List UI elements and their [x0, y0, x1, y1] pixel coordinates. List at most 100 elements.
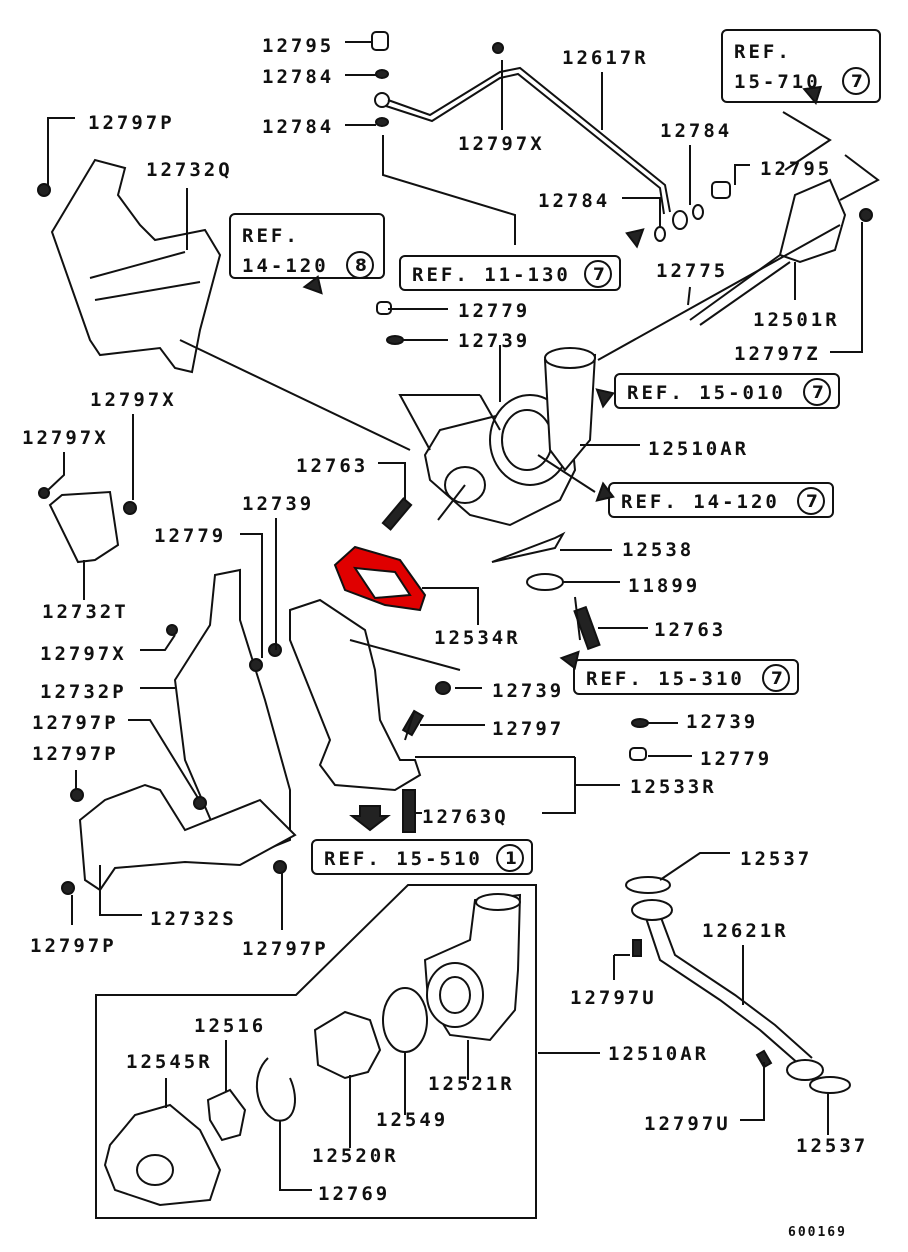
exhaust-elbow-12533R[interactable] [289, 598, 422, 792]
o-ring-12549[interactable] [382, 987, 428, 1053]
part-label-12732Q[interactable]: 12732Q [146, 159, 233, 181]
part-label-12797P-b[interactable]: 12797P [32, 743, 119, 765]
part-label-12520R[interactable]: 12520R [312, 1145, 399, 1167]
part-label-12521R[interactable]: 12521R [428, 1073, 515, 1095]
leader-line [734, 164, 750, 185]
part-label-12797P-d[interactable]: 12797P [242, 938, 329, 960]
part-label-12621R[interactable]: 12621R [702, 920, 789, 942]
snap-ring-12769[interactable] [255, 1057, 296, 1122]
leader-line [415, 756, 620, 814]
part-label-12797U-a[interactable]: 12797U [570, 987, 657, 1009]
leader-line [839, 154, 880, 201]
gasket-12537-bottom[interactable] [809, 1076, 851, 1094]
oil-pipe-12617R[interactable] [387, 66, 671, 213]
part-label-12549[interactable]: 12549 [376, 1109, 448, 1131]
reference-box-frame [399, 255, 621, 291]
core-12520R[interactable] [313, 1010, 382, 1080]
part-label-12739-mid[interactable]: 12739 [242, 493, 314, 515]
oil-return-pipe-12621R[interactable] [644, 914, 801, 1066]
part-label-12797P-a[interactable]: 12797P [32, 712, 119, 734]
stud-12763Q[interactable] [402, 789, 416, 833]
washer-12784-a[interactable] [375, 69, 389, 79]
part-label-12797X-top[interactable]: 12797X [458, 133, 545, 155]
part-label-12763-a[interactable]: 12763 [296, 455, 368, 477]
stud-12763-b[interactable] [573, 605, 601, 651]
gasket-12538[interactable] [491, 531, 566, 563]
part-label-12784-a[interactable]: 12784 [262, 66, 334, 88]
heat-shield-12732T[interactable] [48, 490, 120, 564]
bolt-12795-top[interactable] [371, 31, 389, 51]
part-label-12516[interactable]: 12516 [194, 1015, 266, 1037]
part-label-12739-right[interactable]: 12739 [686, 711, 758, 733]
part-label-12545R[interactable]: 12545R [126, 1051, 213, 1073]
bolt-12797P-top[interactable] [37, 183, 51, 197]
part-label-12763Q[interactable]: 12763Q [422, 806, 509, 828]
group-number: 7 [851, 72, 863, 92]
part-label-12779-right[interactable]: 12779 [700, 748, 772, 770]
group-number: 1 [505, 849, 517, 869]
part-label-12797X-left3[interactable]: 12797X [40, 643, 127, 665]
washer-12784-b[interactable] [375, 117, 389, 127]
part-label-12797P-c[interactable]: 12797P [30, 935, 117, 957]
part-label-12533R[interactable]: 12533R [630, 776, 717, 798]
part-label-12538[interactable]: 12538 [622, 539, 694, 561]
part-label-12797X-left2[interactable]: 12797X [22, 427, 109, 449]
bearing-housing-12545R[interactable] [103, 1103, 222, 1207]
ring-11899[interactable] [526, 573, 564, 591]
leader-line [437, 484, 466, 521]
part-label-12797P-top[interactable]: 12797P [88, 112, 175, 134]
part-label-12797Z[interactable]: 12797Z [734, 343, 821, 365]
part-label-12501R[interactable]: 12501R [753, 309, 840, 331]
gasket-12537-top[interactable] [625, 876, 671, 894]
part-label-12784-c[interactable]: 12784 [660, 120, 732, 142]
part-label-12617R[interactable]: 12617R [562, 47, 649, 69]
leader-line [179, 339, 411, 451]
clamp-12516[interactable] [206, 1088, 247, 1142]
part-label-12797X-left1[interactable]: 12797X [90, 389, 177, 411]
part-label-12763-b[interactable]: 12763 [654, 619, 726, 641]
arrow-icon [625, 228, 645, 249]
leader-line [47, 117, 75, 185]
part-label-12775[interactable]: 12775 [656, 260, 728, 282]
part-label-12732T[interactable]: 12732T [42, 601, 129, 623]
part-label-12510AR-top[interactable]: 12510AR [648, 438, 749, 460]
leader-line [404, 711, 415, 741]
part-label-12784-d[interactable]: 12784 [538, 190, 610, 212]
part-label-12534R[interactable]: 12534R [434, 627, 521, 649]
part-label-12795-right[interactable]: 12795 [760, 158, 832, 180]
reference-code: 14-120 [242, 255, 329, 277]
arrow-icon [802, 85, 823, 105]
leader-line [613, 954, 630, 980]
heat-shield-12732P[interactable] [173, 568, 291, 862]
part-label-12739-low[interactable]: 12739 [492, 680, 564, 702]
leader-line [659, 852, 730, 881]
part-label-12739-top[interactable]: 12739 [458, 330, 530, 352]
figure-number: 600169 [788, 1225, 847, 1240]
part-label-12779-top[interactable]: 12779 [458, 300, 530, 322]
group-number: 7 [593, 265, 605, 285]
part-label-12797U-b[interactable]: 12797U [644, 1113, 731, 1135]
leader-line [537, 454, 596, 493]
part-label-12797[interactable]: 12797 [492, 718, 564, 740]
part-label-12769[interactable]: 12769 [318, 1183, 390, 1205]
part-label-12510AR-box[interactable]: 12510AR [608, 1043, 709, 1065]
part-label-12732S[interactable]: 12732S [150, 908, 237, 930]
part-label-11899[interactable]: 11899 [628, 575, 700, 597]
exploded-view-box [95, 884, 537, 1219]
part-label-12795-top[interactable]: 12795 [262, 35, 334, 57]
part-label-12779-mid[interactable]: 12779 [154, 525, 226, 547]
part-label-12537-bottom[interactable]: 12537 [796, 1135, 868, 1157]
part-label-12732P[interactable]: 12732P [40, 681, 127, 703]
part-label-12784-b[interactable]: 12784 [262, 116, 334, 138]
wastegate-actuator-12501R[interactable] [778, 178, 847, 264]
part-label-12537-top[interactable]: 12537 [740, 848, 812, 870]
stud-12763-a[interactable] [381, 497, 413, 531]
group-number-circle [496, 844, 524, 872]
